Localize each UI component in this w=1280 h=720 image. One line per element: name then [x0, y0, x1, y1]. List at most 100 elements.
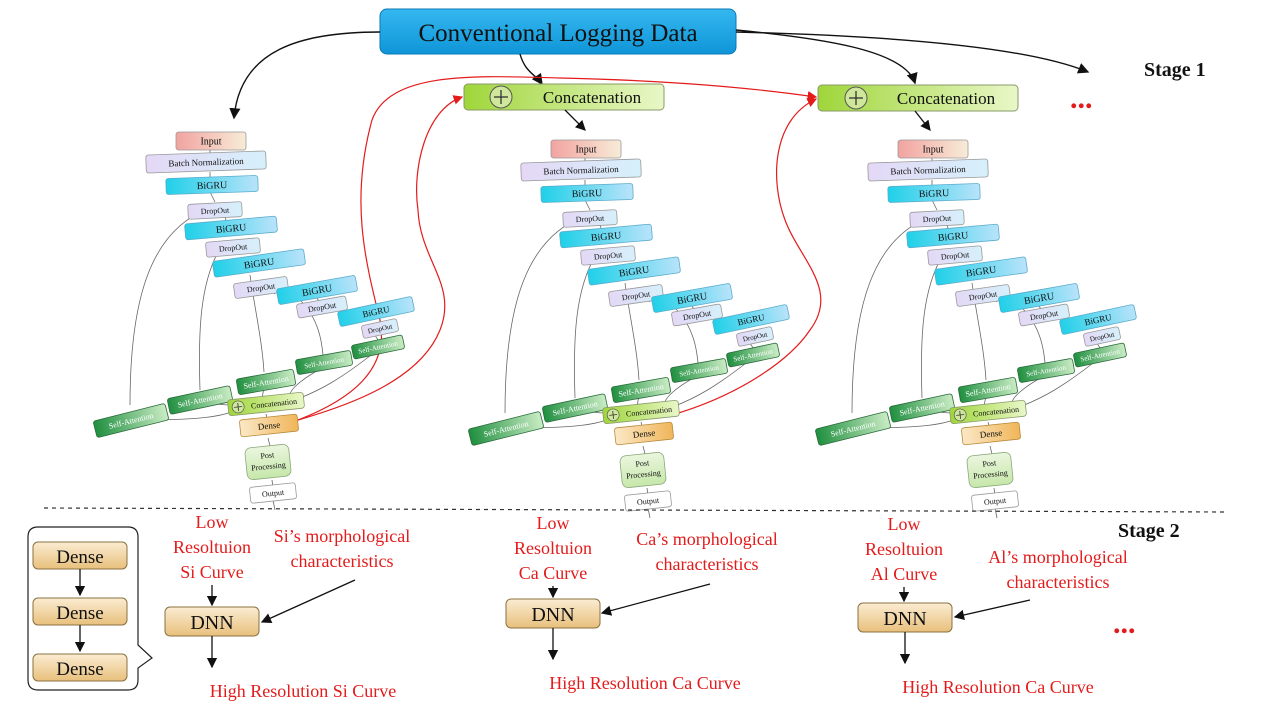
dnn-node: DNN	[164, 606, 260, 637]
self-attention-node: Self-Attention	[167, 385, 233, 415]
dropout-node-label: DropOut	[201, 206, 231, 217]
high-resolution-label: High Resolution Si Curve	[210, 681, 397, 701]
dense-node: Dense	[239, 413, 299, 438]
stage-1-ellipsis: ...	[1070, 82, 1093, 115]
dropout-node: DropOut	[233, 276, 289, 299]
bigru-node-label: BiGRU	[618, 264, 651, 279]
output-node: Output	[971, 490, 1019, 512]
dropout-node: DropOut	[955, 284, 1011, 307]
dense-label: Dense	[56, 659, 103, 680]
inner-concatenation-node: Concatenation	[949, 399, 1027, 425]
conventional-logging-data-label: Conventional Logging Data	[418, 20, 697, 47]
bigru-node: BiGRU	[906, 223, 1000, 249]
inner-concatenation-node: Concatenation	[602, 399, 680, 425]
dnn-node: DNN	[857, 602, 953, 633]
dense-node: Dense	[961, 421, 1021, 446]
dropout-node: DropOut	[608, 284, 664, 307]
post-processing-label: PostProcessing	[250, 449, 287, 473]
dropout-node: DropOut	[361, 318, 399, 339]
input-node-label: Input	[200, 137, 221, 148]
bigru-node: BiGRU	[184, 215, 278, 241]
bigru-node-label: BiGRU	[590, 230, 622, 244]
self-attention-node: Self-Attention	[1017, 358, 1075, 383]
self-attention-node: Self-Attention	[815, 411, 891, 446]
dropout-node: DropOut	[1018, 303, 1070, 327]
morph-to-dnn-arrow	[260, 579, 356, 623]
dense-node: Dense	[614, 421, 674, 446]
input-node: Input	[897, 139, 969, 159]
top-concatenation-node-1: Concatenation	[463, 83, 665, 111]
stage-1-label: Stage 1	[1144, 59, 1206, 81]
dnn-label: DNN	[883, 608, 926, 630]
bigru-node: BiGRU	[212, 248, 306, 278]
morph-to-dnn-arrow	[953, 599, 1031, 621]
output-node-label: Output	[637, 496, 661, 507]
bigru-node: BiGRU	[1059, 304, 1137, 335]
feedback-arrows	[297, 76, 822, 421]
conventional-logging-data-node: Conventional Logging Data	[379, 8, 737, 55]
dense-box-1: Dense	[32, 541, 128, 570]
dropout-node: DropOut	[1083, 326, 1121, 347]
self-attention-node: Self-Attention	[93, 403, 169, 438]
dropout-node: DropOut	[927, 245, 983, 266]
self-attention-node: Self-Attention	[889, 393, 955, 423]
dropout-node-label: DropOut	[940, 250, 970, 262]
post-processing-node: PostProcessing	[619, 451, 667, 489]
bigru-node-label: BiGRU	[919, 188, 951, 200]
bigru-node-label: BiGRU	[937, 230, 969, 244]
bigru-node-label: BiGRU	[572, 188, 604, 200]
self-attention-node: Self-Attention	[611, 377, 671, 403]
dense-label: Dense	[56, 603, 103, 624]
dnn-label: DNN	[531, 604, 574, 626]
bigru-node: BiGRU	[998, 283, 1080, 313]
bigru-node: BiGRU	[540, 183, 634, 203]
self-attention-node: Self-Attention	[542, 393, 608, 423]
output-node: Output	[249, 482, 297, 504]
concat-to-network-arrows	[564, 109, 931, 132]
dense-node-label: Dense	[257, 420, 280, 432]
dropout-node: DropOut	[296, 295, 348, 319]
post-processing-label: PostProcessing	[625, 457, 662, 481]
dense-node-label: Dense	[632, 428, 655, 440]
bigru-node-label: BiGRU	[197, 180, 229, 192]
input-node: Input	[550, 139, 622, 159]
output-node: Output	[624, 490, 672, 512]
batch-normalization-node: Batch Normalization	[867, 158, 989, 182]
self-attention-node: Self-Attention	[236, 369, 296, 395]
stage-2-ellipsis: ...	[1113, 607, 1136, 640]
self-attention-node: Self-Attention	[351, 334, 405, 360]
dropout-node: DropOut	[187, 201, 243, 220]
bigru-node-label: BiGRU	[676, 291, 709, 307]
dropout-node-label: DropOut	[923, 214, 953, 225]
batch-normalization-node: Batch Normalization	[520, 158, 642, 182]
bigru-node-label: BiGRU	[215, 222, 247, 236]
bigru-node: BiGRU	[559, 223, 653, 249]
dropout-node-label: DropOut	[218, 242, 248, 254]
plus-circle-icon	[489, 85, 513, 109]
batch-normalization-node-label: Batch Normalization	[168, 156, 244, 169]
output-node-label: Output	[262, 488, 286, 499]
dropout-node: DropOut	[671, 303, 723, 327]
dense-label: Dense	[56, 547, 103, 568]
bigru-node: BiGRU	[712, 304, 790, 335]
dropout-node-label: DropOut	[576, 214, 606, 225]
dropout-node: DropOut	[909, 209, 965, 228]
stage-separator	[43, 507, 1226, 513]
dropout-node: DropOut	[736, 326, 774, 347]
dense-stack-legend: Dense Dense Dense	[27, 526, 153, 691]
post-processing-node: PostProcessing	[244, 443, 292, 481]
bigru-node: BiGRU	[651, 283, 733, 313]
inner-concatenation-node: Concatenation	[227, 391, 305, 417]
batch-normalization-node: Batch Normalization	[145, 150, 267, 174]
batch-normalization-node-label: Batch Normalization	[543, 164, 619, 177]
dropout-node: DropOut	[205, 237, 261, 258]
